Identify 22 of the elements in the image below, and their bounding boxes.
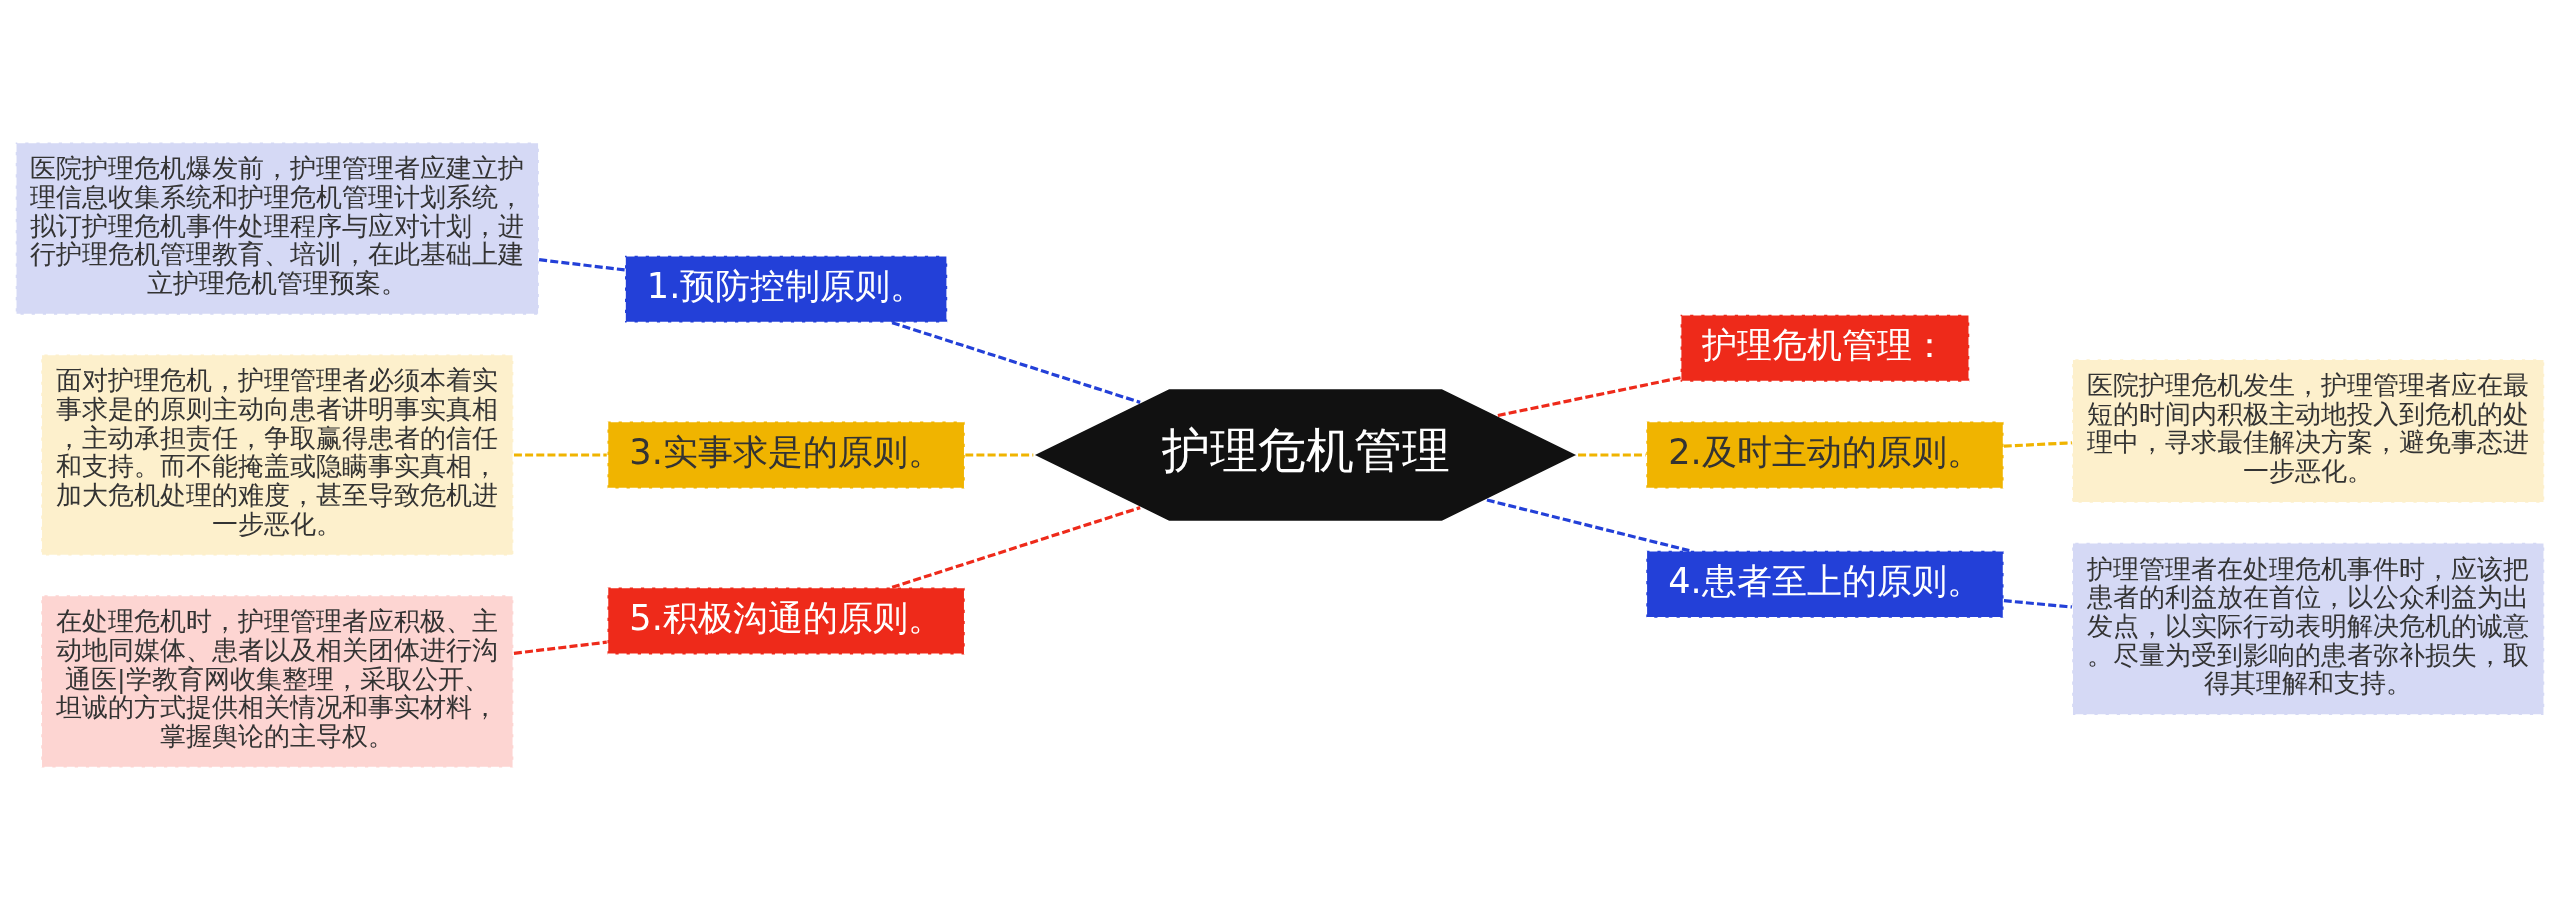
node-box: 护理管理者在处理危机事件时，应该把患者的利益放在首位，以公众利益为出发点，以实际行动表明解决危机的诚意。尽量为受到影响的患者弥补损失，取得其理解和支持。 [2071, 541, 2546, 716]
node-box: 1.预防控制原则。 [624, 254, 948, 324]
connector [513, 640, 607, 655]
connector [891, 506, 1141, 589]
node-box: 面对护理危机，护理管理者必须本着实事求是的原则主动向患者讲明事实真相，主动承担责任，争取赢得患者的信任和支持。而不能掩盖或隐瞒事实真相，加大危机处理的难度，甚至导致危机进一步恶化。 [40, 353, 515, 557]
connector [891, 321, 1141, 404]
connector [2003, 599, 2073, 609]
node-box: 4.患者至上的原则。 [1645, 549, 2005, 619]
connector [1578, 453, 1646, 457]
node-box: 2.及时主动的原则。 [1645, 420, 2005, 490]
node-box: 护理危机管理： [1679, 313, 1971, 383]
connector [1497, 376, 1681, 418]
node-box: 在处理危机时，护理管理者应积极、主动地同媒体、患者以及相关团体进行沟通医|学教育网收集整理，采取公开、坦诚的方式提供相关情况和事实材料，掌握舆论的主导权。 [40, 594, 515, 769]
node-box: 5.积极沟通的原则。 [606, 586, 966, 656]
node-box: 医院护理危机发生，护理管理者应在最短的时间内积极主动地投入到危机的处理中，寻求最佳解决方案，避免事态进一步恶化。 [2071, 358, 2546, 504]
connector [513, 453, 607, 457]
connector [2003, 441, 2072, 448]
node-box: 医院护理危机爆发前，护理管理者应建立护理信息收集系统和护理危机管理计划系统，拟订护理危机事件处理程序与应对计划，进行护理危机管理教育、培训，在此基础上建立护理危机管理预案。 [14, 141, 540, 316]
node-box: 3.实事求是的原则。 [606, 420, 966, 490]
connector [1486, 498, 1690, 553]
connector [965, 453, 1034, 457]
connector [538, 258, 626, 272]
